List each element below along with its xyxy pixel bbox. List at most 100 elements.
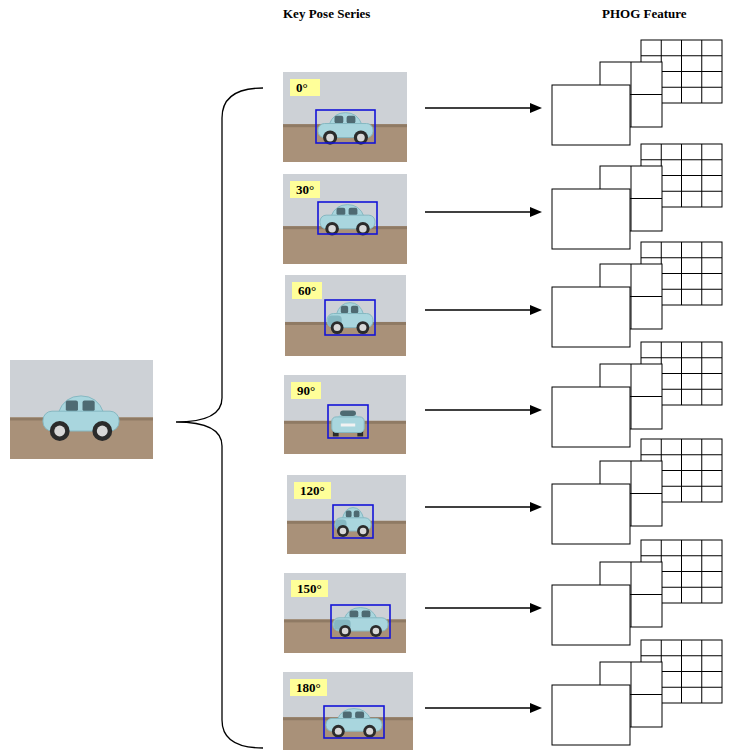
hubcap: [357, 134, 365, 142]
wheel: [332, 725, 345, 738]
wall: [283, 72, 407, 124]
arrow-head: [530, 703, 542, 713]
wheel: [331, 321, 344, 334]
bounding-box: [316, 110, 375, 143]
angle-label: 120°: [294, 482, 331, 499]
wheel: [370, 625, 382, 637]
car-window: [355, 711, 364, 718]
arrow-shaft: [425, 506, 532, 507]
angle-label: 0°: [290, 79, 320, 96]
grid-line: [701, 40, 702, 103]
car-window: [343, 711, 352, 718]
phog-level-0: [552, 585, 630, 645]
pose-image: 90°: [284, 375, 406, 454]
hubcap: [342, 628, 349, 635]
car-window: [337, 208, 346, 215]
angle-label: 150°: [291, 580, 328, 597]
arrow-head: [530, 207, 542, 217]
phog-level-0: [552, 484, 630, 544]
bounding-box: [331, 605, 390, 638]
hubcap: [326, 134, 334, 142]
bounding-box: [328, 405, 368, 438]
arrow-head: [530, 502, 542, 512]
hubcap: [366, 728, 373, 735]
wheel: [50, 421, 70, 441]
angle-label: 60°: [292, 282, 322, 299]
pose-image: 30°: [283, 174, 407, 264]
wall: [284, 573, 406, 619]
grid-line: [701, 640, 702, 703]
phog-level-0: [552, 287, 630, 347]
pose-image: 150°: [284, 573, 406, 653]
car-roof: [58, 396, 104, 413]
car-body: [332, 417, 364, 433]
car-window: [351, 306, 358, 314]
car-window: [346, 511, 352, 518]
bounding-box: [333, 505, 373, 538]
grid-line: [701, 342, 702, 405]
car-roof: [344, 608, 377, 619]
pose-image: 120°: [287, 475, 406, 554]
wall: [287, 475, 406, 521]
phog-level-0: [552, 685, 630, 745]
source-photo: [10, 360, 153, 459]
hubcap: [54, 426, 65, 437]
arrow-head: [530, 103, 542, 113]
grid-line: [701, 144, 702, 207]
curly-brace: [176, 88, 263, 748]
licence-plate: [341, 424, 355, 427]
arrow-shaft: [425, 707, 532, 708]
phog-level-0: [552, 387, 630, 447]
table: [283, 717, 413, 750]
pose-image: 60°: [285, 275, 406, 356]
phog-level-0: [552, 85, 630, 145]
arrow-shaft: [425, 107, 532, 108]
angle-label: 90°: [291, 382, 321, 399]
bounding-box: [324, 706, 384, 738]
car-window: [340, 411, 356, 416]
car-roof: [336, 303, 364, 315]
grid-line: [701, 242, 702, 305]
car-window: [83, 400, 95, 411]
arrow-shaft: [425, 409, 532, 410]
pose-image: 180°: [283, 672, 413, 750]
car-roof: [329, 113, 362, 125]
hubcap: [335, 728, 342, 735]
wheel: [357, 525, 369, 537]
angle-label: 180°: [290, 679, 327, 696]
phog-level-0: [552, 189, 630, 249]
wall: [284, 375, 406, 421]
bounding-box: [318, 202, 377, 234]
hubcap: [359, 324, 366, 331]
car-window: [341, 306, 348, 314]
car-window: [335, 116, 344, 124]
column-heading: Key Pose Series: [283, 6, 370, 22]
car-window: [362, 611, 371, 618]
bounding-box: [325, 300, 375, 335]
arrow-shaft: [425, 211, 532, 212]
wheel: [339, 625, 351, 637]
column-heading: PHOG Feature: [602, 6, 687, 22]
car-window: [350, 611, 359, 618]
car-window: [66, 400, 78, 411]
hubcap: [97, 426, 108, 437]
hubcap: [359, 225, 367, 233]
car-window: [347, 116, 356, 124]
wall: [10, 360, 153, 417]
hubcap: [373, 628, 380, 635]
car-roof: [331, 205, 364, 217]
angle-label: 30°: [290, 181, 320, 198]
grid-line: [701, 439, 702, 502]
arrow-head: [530, 405, 542, 415]
wheel: [337, 525, 349, 537]
arrow-shaft: [425, 607, 532, 608]
car-roof: [342, 508, 364, 519]
grid-line: [701, 540, 702, 603]
pose-image: 0°: [283, 72, 407, 162]
hubcap: [340, 528, 347, 535]
arrow-head: [530, 603, 542, 613]
table: [283, 226, 407, 264]
car-window: [349, 208, 358, 215]
wheel: [92, 421, 112, 441]
hubcap: [334, 324, 341, 331]
